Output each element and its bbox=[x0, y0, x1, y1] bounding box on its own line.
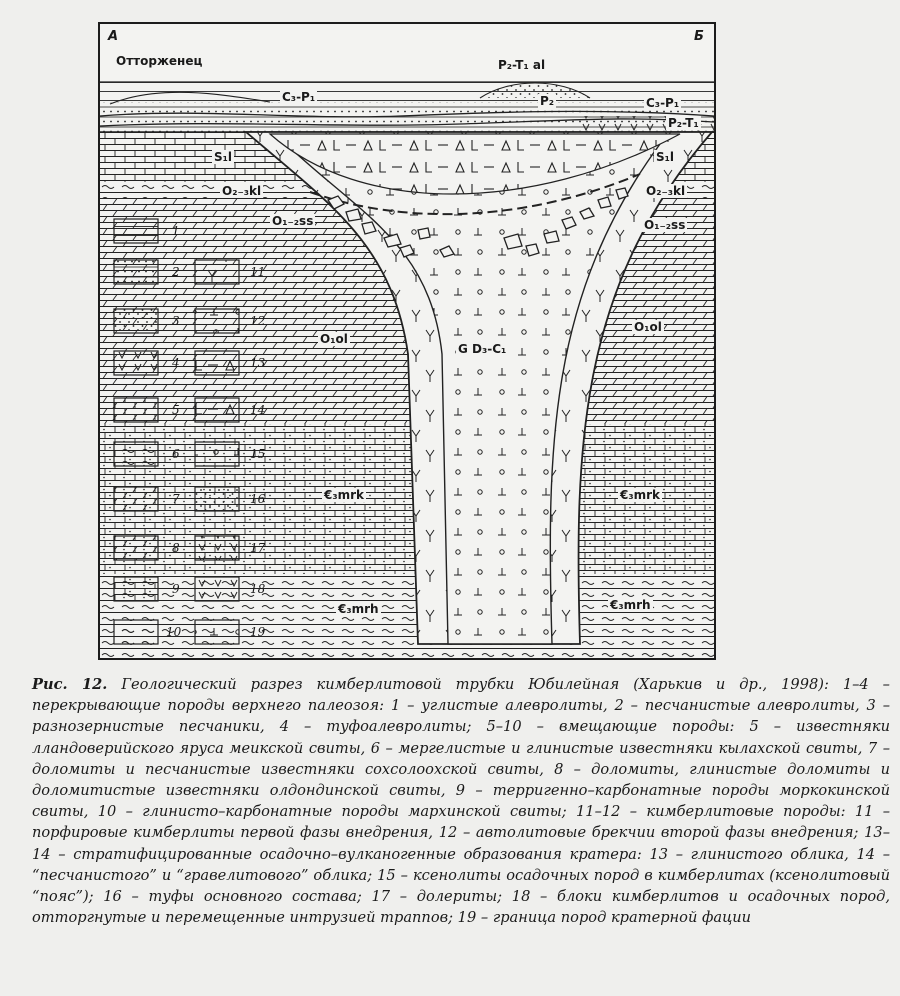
legend-number-18: 18 bbox=[250, 582, 266, 596]
label-p2t1al: P₂-T₁ al bbox=[496, 58, 548, 72]
label-o1ol-right: O₁ol bbox=[632, 320, 664, 334]
legend-number-3: 3 bbox=[172, 314, 180, 328]
legend-number-4: 4 bbox=[172, 356, 180, 370]
geological-section-figure: А Б Отторженец P₂-T₁ al C₃-P₁ P₂ C₃-P₁ P… bbox=[98, 22, 716, 660]
legend-number-15: 15 bbox=[250, 447, 266, 461]
legend-number-2: 2 bbox=[172, 265, 180, 279]
legend-number-16: 16 bbox=[250, 492, 266, 506]
figure-caption: Рис. 12. Геологический разрез кимберлито… bbox=[32, 674, 890, 928]
legend-number-1: 1 bbox=[172, 224, 180, 238]
caption-text: Геологический разрез кимберлитовой трубк… bbox=[32, 676, 890, 927]
label-p2-mid: P₂ bbox=[538, 94, 557, 108]
corner-label-b: Б bbox=[694, 29, 704, 44]
label-o12ss-right: O₁₋₂ss bbox=[642, 218, 688, 232]
label-ottorzhenets: Отторженец bbox=[114, 54, 205, 68]
label-center-pipe: G D₃-C₁ bbox=[456, 342, 509, 356]
legend-number-6: 6 bbox=[172, 447, 180, 461]
legend-number-17: 17 bbox=[250, 541, 266, 555]
corner-label-a: А bbox=[108, 29, 119, 44]
caption-paragraph: Рис. 12. Геологический разрез кимберлито… bbox=[32, 674, 890, 928]
label-e3mrk-left: €₃mrk bbox=[322, 488, 367, 502]
label-s1l-left: S₁l bbox=[212, 150, 235, 164]
label-c3p1-right: C₃-P₁ bbox=[644, 96, 682, 110]
label-e3mrh-left: €₃mrh bbox=[336, 602, 381, 616]
label-s1l-right: S₁l bbox=[654, 150, 677, 164]
label-o23kl-right: O₂₋₃kl bbox=[644, 184, 688, 198]
label-e3mrh-right: €₃mrh bbox=[608, 598, 653, 612]
label-e3mrk-right: €₃mrk bbox=[618, 488, 663, 502]
label-c3p1-left: C₃-P₁ bbox=[280, 90, 318, 104]
label-o1ol-left: O₁ol bbox=[318, 332, 350, 346]
legend-number-8: 8 bbox=[172, 541, 180, 555]
cross-section-drawing bbox=[100, 81, 714, 658]
legend-number-9: 9 bbox=[172, 582, 180, 596]
label-p2t1-right: P₂-T₁ bbox=[666, 116, 701, 130]
legend-number-7: 7 bbox=[172, 492, 180, 506]
legend-number-10: 10 bbox=[166, 625, 182, 639]
label-o23kl-left: O₂₋₃kl bbox=[220, 184, 264, 198]
legend-number-19: 19 bbox=[250, 625, 266, 639]
label-o12ss-left: O₁₋₂ss bbox=[270, 214, 316, 228]
legend-number-14: 14 bbox=[250, 403, 266, 417]
legend-number-11: 11 bbox=[250, 265, 266, 279]
legend-number-13: 13 bbox=[250, 356, 266, 370]
legend-number-12: 12 bbox=[250, 314, 266, 328]
legend-number-5: 5 bbox=[172, 403, 180, 417]
caption-lead: Рис. 12. bbox=[32, 676, 108, 693]
